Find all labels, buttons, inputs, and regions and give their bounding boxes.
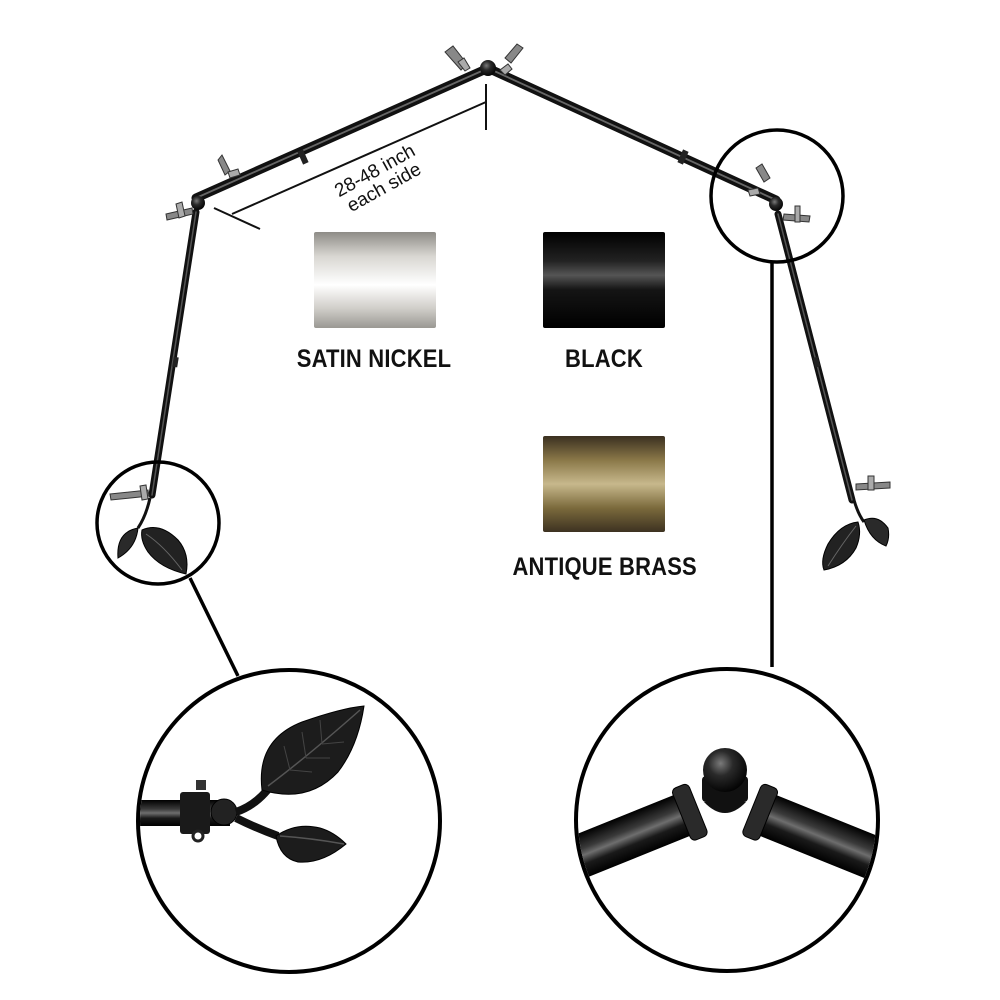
swatch-black	[543, 232, 665, 328]
elbow-ball-right	[769, 197, 783, 211]
label-antique-brass: ANTIQUE BRASS	[512, 553, 697, 581]
callout-markers	[95, 128, 845, 677]
dimension-line	[213, 84, 487, 230]
callout-circle-finial	[95, 460, 221, 586]
swatch-antique-brass	[543, 436, 665, 532]
label-black: BLACK	[565, 345, 643, 373]
elbow-ball-top	[480, 60, 496, 76]
swatch-satin-nickel	[314, 232, 436, 328]
mounting-bracket-icon	[109, 43, 891, 501]
rod-assembly	[148, 60, 856, 504]
elbow-ball-left	[191, 196, 205, 210]
callout-circle-elbow	[709, 128, 845, 264]
zoom-detail-elbow	[574, 667, 880, 973]
leaf-finial-icon	[117, 497, 890, 575]
zoom-detail-finial	[136, 668, 442, 974]
label-satin-nickel: SATIN NICKEL	[296, 345, 452, 373]
